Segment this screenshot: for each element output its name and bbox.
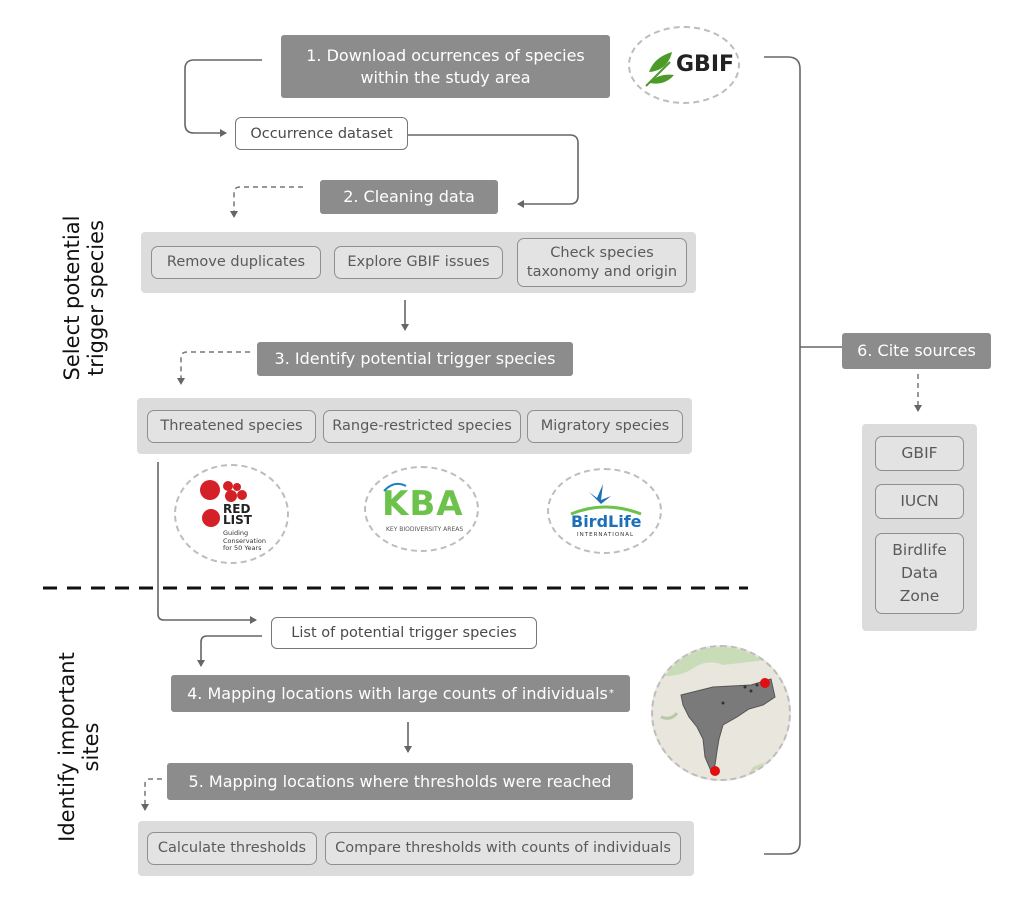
step-2-cleaning: 2. Cleaning data — [320, 180, 498, 214]
birdlife-logo-text: BirdLife — [571, 512, 642, 531]
kba-logo-tagline: KEY BIODIVERSITY AREAS — [386, 526, 464, 533]
gbif-logo-text: GBIF — [676, 52, 735, 77]
connector-step2-to-cleaning — [230, 186, 303, 218]
task-compare-thresholds: Compare thresholds with counts of indivi… — [325, 832, 681, 865]
birdlife-logo: BirdLife INTERNATIONAL — [547, 468, 662, 554]
map-point-south — [710, 766, 720, 776]
kba-logo-text: KBA — [382, 484, 464, 524]
connector-list-to-step4 — [197, 635, 262, 667]
red-list-title: RED LIST — [223, 502, 252, 527]
iucn-red-list-logo: RED LIST Guiding Conservation for 50 Yea… — [174, 464, 289, 564]
cleaning-task-check-taxonomy: Check species taxonomy and origin — [517, 238, 687, 287]
source-iucn: IUCN — [875, 484, 964, 519]
step-4-mapping-large-counts: 4. Mapping locations with large counts o… — [171, 675, 630, 712]
occurrence-dataset-output: Occurrence dataset — [235, 117, 408, 150]
sources-bracket — [764, 56, 801, 855]
study-area-polygon — [680, 678, 776, 773]
connector-step3-to-criteria — [177, 351, 250, 385]
cleaning-task-remove-duplicates: Remove duplicates — [151, 246, 321, 279]
connector-criteria-to-list — [157, 462, 257, 624]
step-4-label: 4. Mapping locations with large counts o… — [187, 683, 608, 703]
trigger-species-list-output: List of potential trigger species — [271, 617, 537, 649]
source-birdlife-data-zone: Birdlife Data Zone — [875, 533, 964, 614]
gbif-leaf-icon — [645, 52, 674, 87]
birdlife-logo-tagline: INTERNATIONAL — [577, 532, 635, 538]
criterion-threatened-species: Threatened species — [147, 410, 316, 443]
step-3-identify-trigger-species: 3. Identify potential trigger species — [257, 342, 573, 376]
study-area-map — [653, 647, 789, 779]
task-calculate-thresholds: Calculate thresholds — [147, 832, 317, 865]
kba-swoosh-icon — [383, 482, 407, 492]
step-5-mapping-thresholds: 5. Mapping locations where thresholds we… — [167, 763, 633, 800]
gbif-logo: GBIF — [628, 26, 740, 104]
connector-step5-to-thresholds — [141, 778, 162, 811]
cleaning-task-explore-gbif-issues: Explore GBIF issues — [334, 246, 503, 279]
connector-dataset-to-step2 — [408, 134, 579, 208]
red-list-tagline: Guiding Conservation for 50 Years — [223, 529, 266, 552]
source-gbif: GBIF — [875, 436, 964, 471]
step-4-footnote-mark: * — [608, 687, 614, 699]
birdlife-bird-icon — [570, 484, 642, 516]
map-point-north — [760, 678, 770, 688]
red-list-dots-icon — [200, 480, 247, 527]
map-thumbnail — [651, 645, 791, 781]
section-label-identify-sites: Identify important sites — [55, 652, 103, 842]
step-6-cite-sources: 6. Cite sources — [842, 333, 991, 369]
connector-step1-to-dataset — [184, 59, 262, 137]
criterion-migratory-species: Migratory species — [527, 410, 683, 443]
section-label-select-species: Select potential trigger species — [60, 215, 108, 381]
criterion-range-restricted-species: Range-restricted species — [323, 410, 521, 443]
kba-logo: KBA KEY BIODIVERSITY AREAS — [364, 466, 479, 552]
step-1-download: 1. Download ocurrences of species within… — [281, 35, 610, 98]
